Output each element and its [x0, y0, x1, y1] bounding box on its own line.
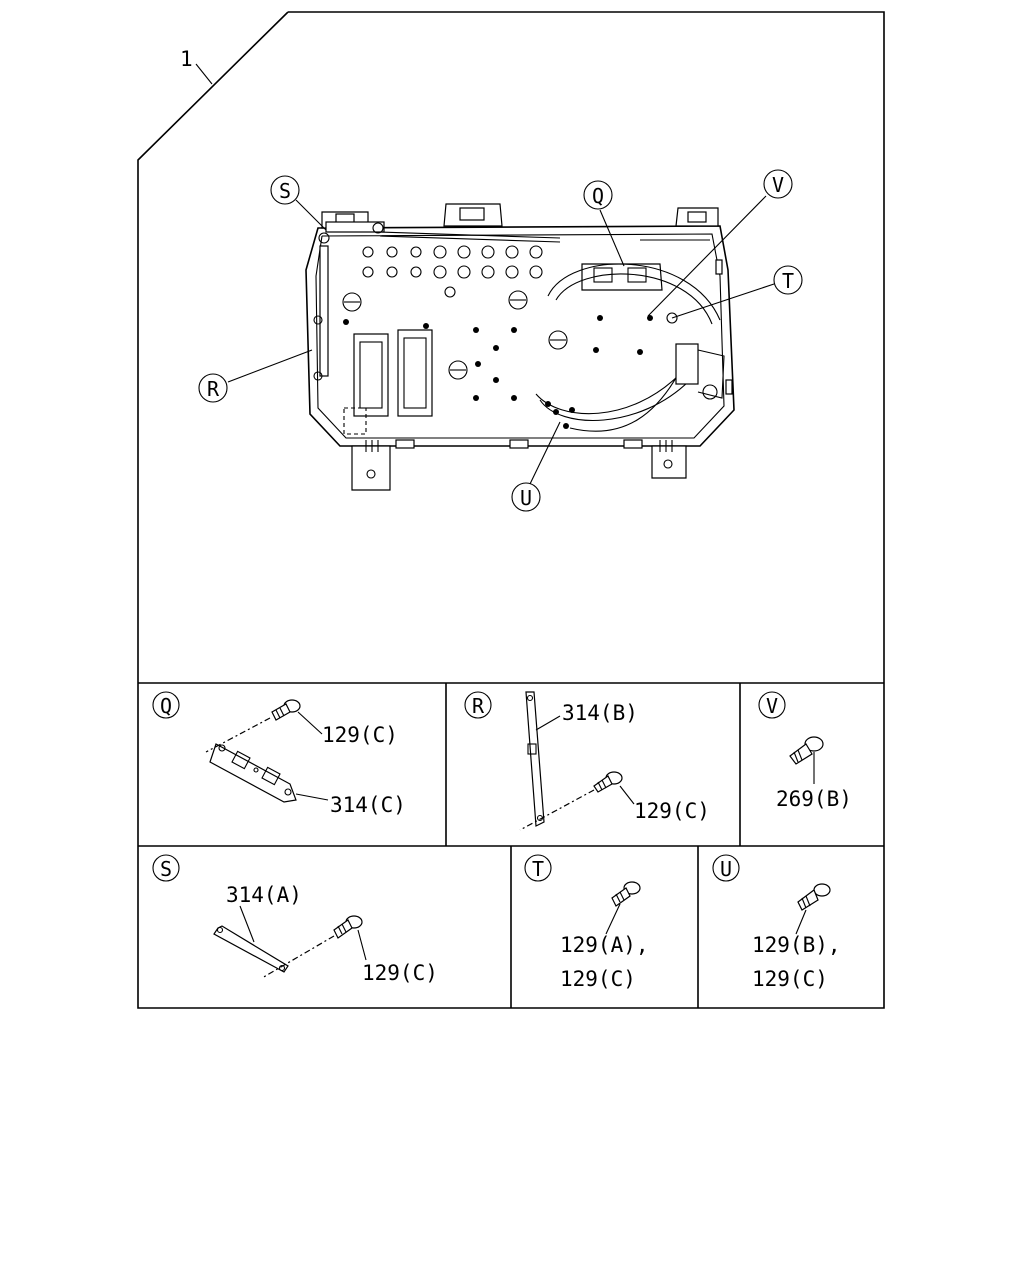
callout-S: S — [270, 175, 300, 205]
callout-V: V — [763, 169, 793, 199]
bolt-icon — [789, 736, 824, 765]
callout-V-letter: V — [772, 173, 784, 197]
detail-V-key: V — [766, 694, 778, 718]
assembly-label: 1 — [180, 47, 213, 85]
detail-S-key: S — [160, 857, 172, 881]
detail-R-bracket-label: 314(B) — [562, 701, 638, 725]
detail-R: R 314(B) 129(C) — [464, 691, 710, 831]
bulb-sockets — [362, 245, 543, 279]
screw-icon — [593, 771, 623, 793]
detail-R-key: R — [472, 694, 485, 718]
detail-Q-screw-label: 129(C) — [322, 723, 398, 747]
callout-S-letter: S — [279, 179, 291, 203]
detail-T-label-1: 129(A), — [560, 933, 649, 957]
callout-Q-letter: Q — [592, 184, 604, 208]
assembly-number: 1 — [180, 47, 193, 71]
detail-V-screw-label: 269(B) — [776, 787, 852, 811]
detail-T: T 129(A), 129(C) — [524, 854, 649, 991]
instrument-cluster — [305, 203, 735, 491]
callout-T: T — [773, 265, 803, 295]
detail-T-key: T — [532, 857, 544, 881]
detail-U-label-1: 129(B), — [752, 933, 841, 957]
detail-U-key: U — [720, 857, 732, 881]
screw-icon — [333, 915, 363, 939]
detail-S: S 314(A) 129(C) — [152, 854, 438, 985]
callout-R-letter: R — [207, 377, 220, 401]
rivets — [343, 315, 653, 413]
callout-T-letter: T — [782, 269, 794, 293]
callout-U: U — [511, 482, 541, 512]
callout-leaders — [227, 195, 775, 485]
detail-S-bracket-label: 314(A) — [226, 883, 302, 907]
detail-R-screw-label: 129(C) — [634, 799, 710, 823]
callout-U-letter: U — [520, 486, 532, 510]
detail-T-label-2: 129(C) — [560, 967, 636, 991]
diagram-frame — [137, 11, 885, 1009]
screw-icon — [797, 883, 831, 911]
detail-S-screw-label: 129(C) — [362, 961, 438, 985]
detail-U-label-2: 129(C) — [752, 967, 828, 991]
detail-Q-key: Q — [160, 694, 172, 718]
detail-U: U 129(B), 129(C) — [712, 854, 841, 991]
callout-R: R — [198, 373, 228, 403]
detail-V: V 269(B) — [758, 691, 852, 811]
screw-icon — [611, 881, 641, 907]
detail-Q-bracket-label: 314(C) — [330, 793, 406, 817]
screw-icon — [271, 699, 301, 721]
callout-Q: Q — [583, 180, 613, 210]
detail-Q: Q 129(C) 314(C) — [152, 691, 406, 817]
